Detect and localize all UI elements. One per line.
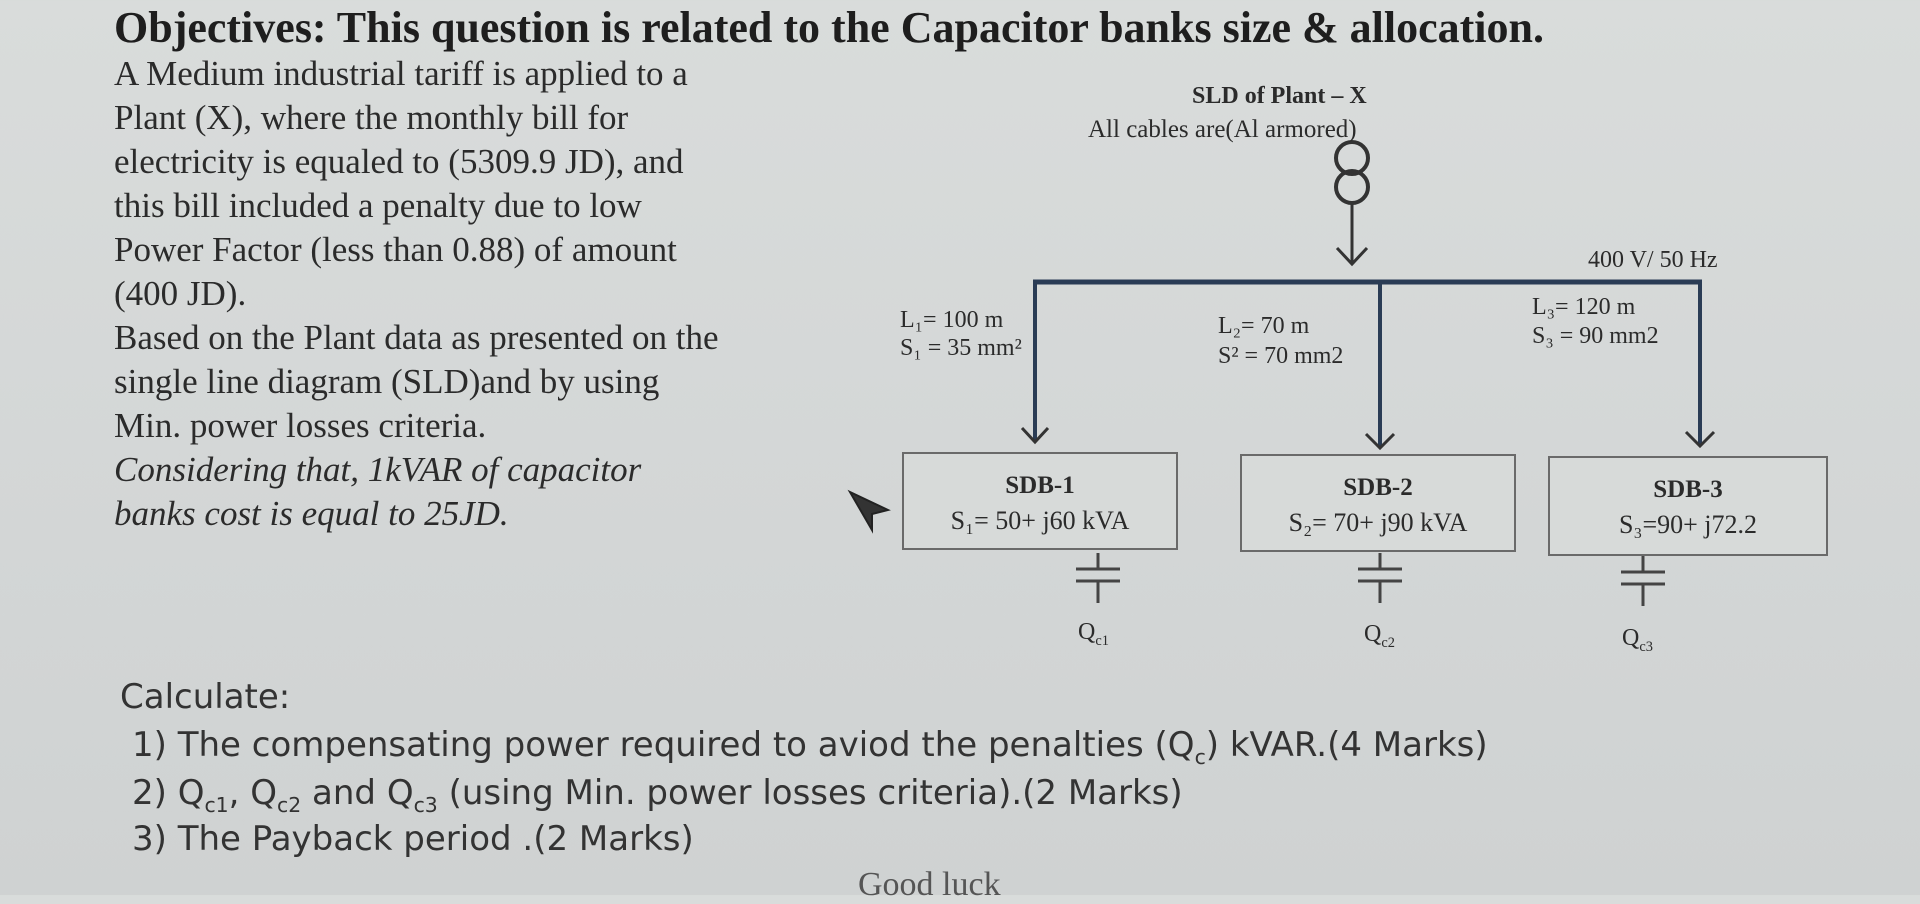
intro-line: (400 JD). (114, 274, 247, 313)
intro-line: Based on the Plant data as presented on … (114, 318, 719, 357)
question-3: 3) The Payback period .(2 Marks) (132, 819, 694, 859)
feeder-3-length: L₃= 120 m (1532, 294, 1636, 320)
cost-note-line: Considering that, 1kVAR of capacitor (114, 450, 642, 489)
intro-line: A Medium industrial tariff is applied to… (114, 54, 688, 93)
feeder-3-section: S₃ = 90 mm2 (1532, 323, 1659, 349)
sdb-2-box: SDB-2 S₂= 70+ j90 kVA (1240, 454, 1516, 552)
capacitor-1-symbol (1076, 553, 1120, 603)
intro-line: Power Factor (less than 0.88) of amount (114, 230, 677, 269)
transformer-primary-coil (1334, 140, 1370, 176)
sdb-3-name: SDB-3 (1653, 476, 1723, 503)
feeder-2-arrow (1364, 432, 1396, 451)
cables-note: All cables are(Al armored) (1088, 116, 1357, 143)
transformer-arrow (1335, 246, 1369, 267)
feeder-2-section: S² = 70 mm2 (1218, 343, 1344, 369)
sdb-2-load: S₂= 70+ j90 kVA (1288, 508, 1468, 537)
capacitor-2-symbol (1358, 553, 1402, 603)
feeder-1-arrow (1020, 426, 1050, 445)
feeder-1-section: S₁ = 35 mm² (900, 335, 1022, 361)
cost-note-line: banks cost is equal to 25JD. (114, 494, 509, 533)
intro-line: Min. power losses criteria. (114, 406, 487, 445)
capacitor-3-label: Qc3 (1622, 625, 1653, 655)
sld-title: SLD of Plant – X (1192, 83, 1367, 109)
intro-paragraph: A Medium industrial tariff is applied to… (114, 52, 719, 536)
intro-line: this bill included a penalty due to low (114, 186, 642, 225)
sdb-1-box: SDB-1 S₁= 50+ j60 kVA (902, 452, 1178, 550)
sdb-1-name: SDB-1 (1005, 472, 1075, 499)
question-1: 1) The compensating power required to av… (132, 725, 1488, 769)
feeder-1-length: L₁= 100 m (900, 307, 1004, 333)
sdb-1-load: S₁= 50+ j60 kVA (950, 506, 1130, 535)
feeder-3-arrow (1684, 430, 1716, 449)
supply-voltage-label: 400 V/ 50 Hz (1588, 247, 1718, 273)
mouse-cursor-icon (847, 489, 891, 534)
feeder-2-length: L₂= 70 m (1218, 313, 1310, 339)
capacitor-1-label: Qc1 (1078, 619, 1109, 649)
sdb-3-box: SDB-3 S₃=90+ j72.2 (1548, 456, 1828, 556)
intro-line: electricity is equaled to (5309.9 JD), a… (114, 142, 684, 181)
sdb-2-name: SDB-2 (1343, 474, 1413, 501)
intro-line: Plant (X), where the monthly bill for (114, 98, 629, 137)
closing-text: Good luck (858, 866, 1001, 903)
capacitor-2-label: Qc2 (1364, 621, 1395, 651)
sdb-3-load: S₃=90+ j72.2 (1618, 510, 1758, 539)
page-title: Objectives: This question is related to … (114, 3, 1544, 52)
question-2: 2) Qc1, Qc2 and Qc3 (using Min. power lo… (132, 773, 1183, 817)
capacitor-3-symbol (1621, 556, 1665, 606)
intro-line: single line diagram (SLD)and by using (114, 362, 660, 401)
calculate-heading: Calculate: (120, 677, 291, 717)
